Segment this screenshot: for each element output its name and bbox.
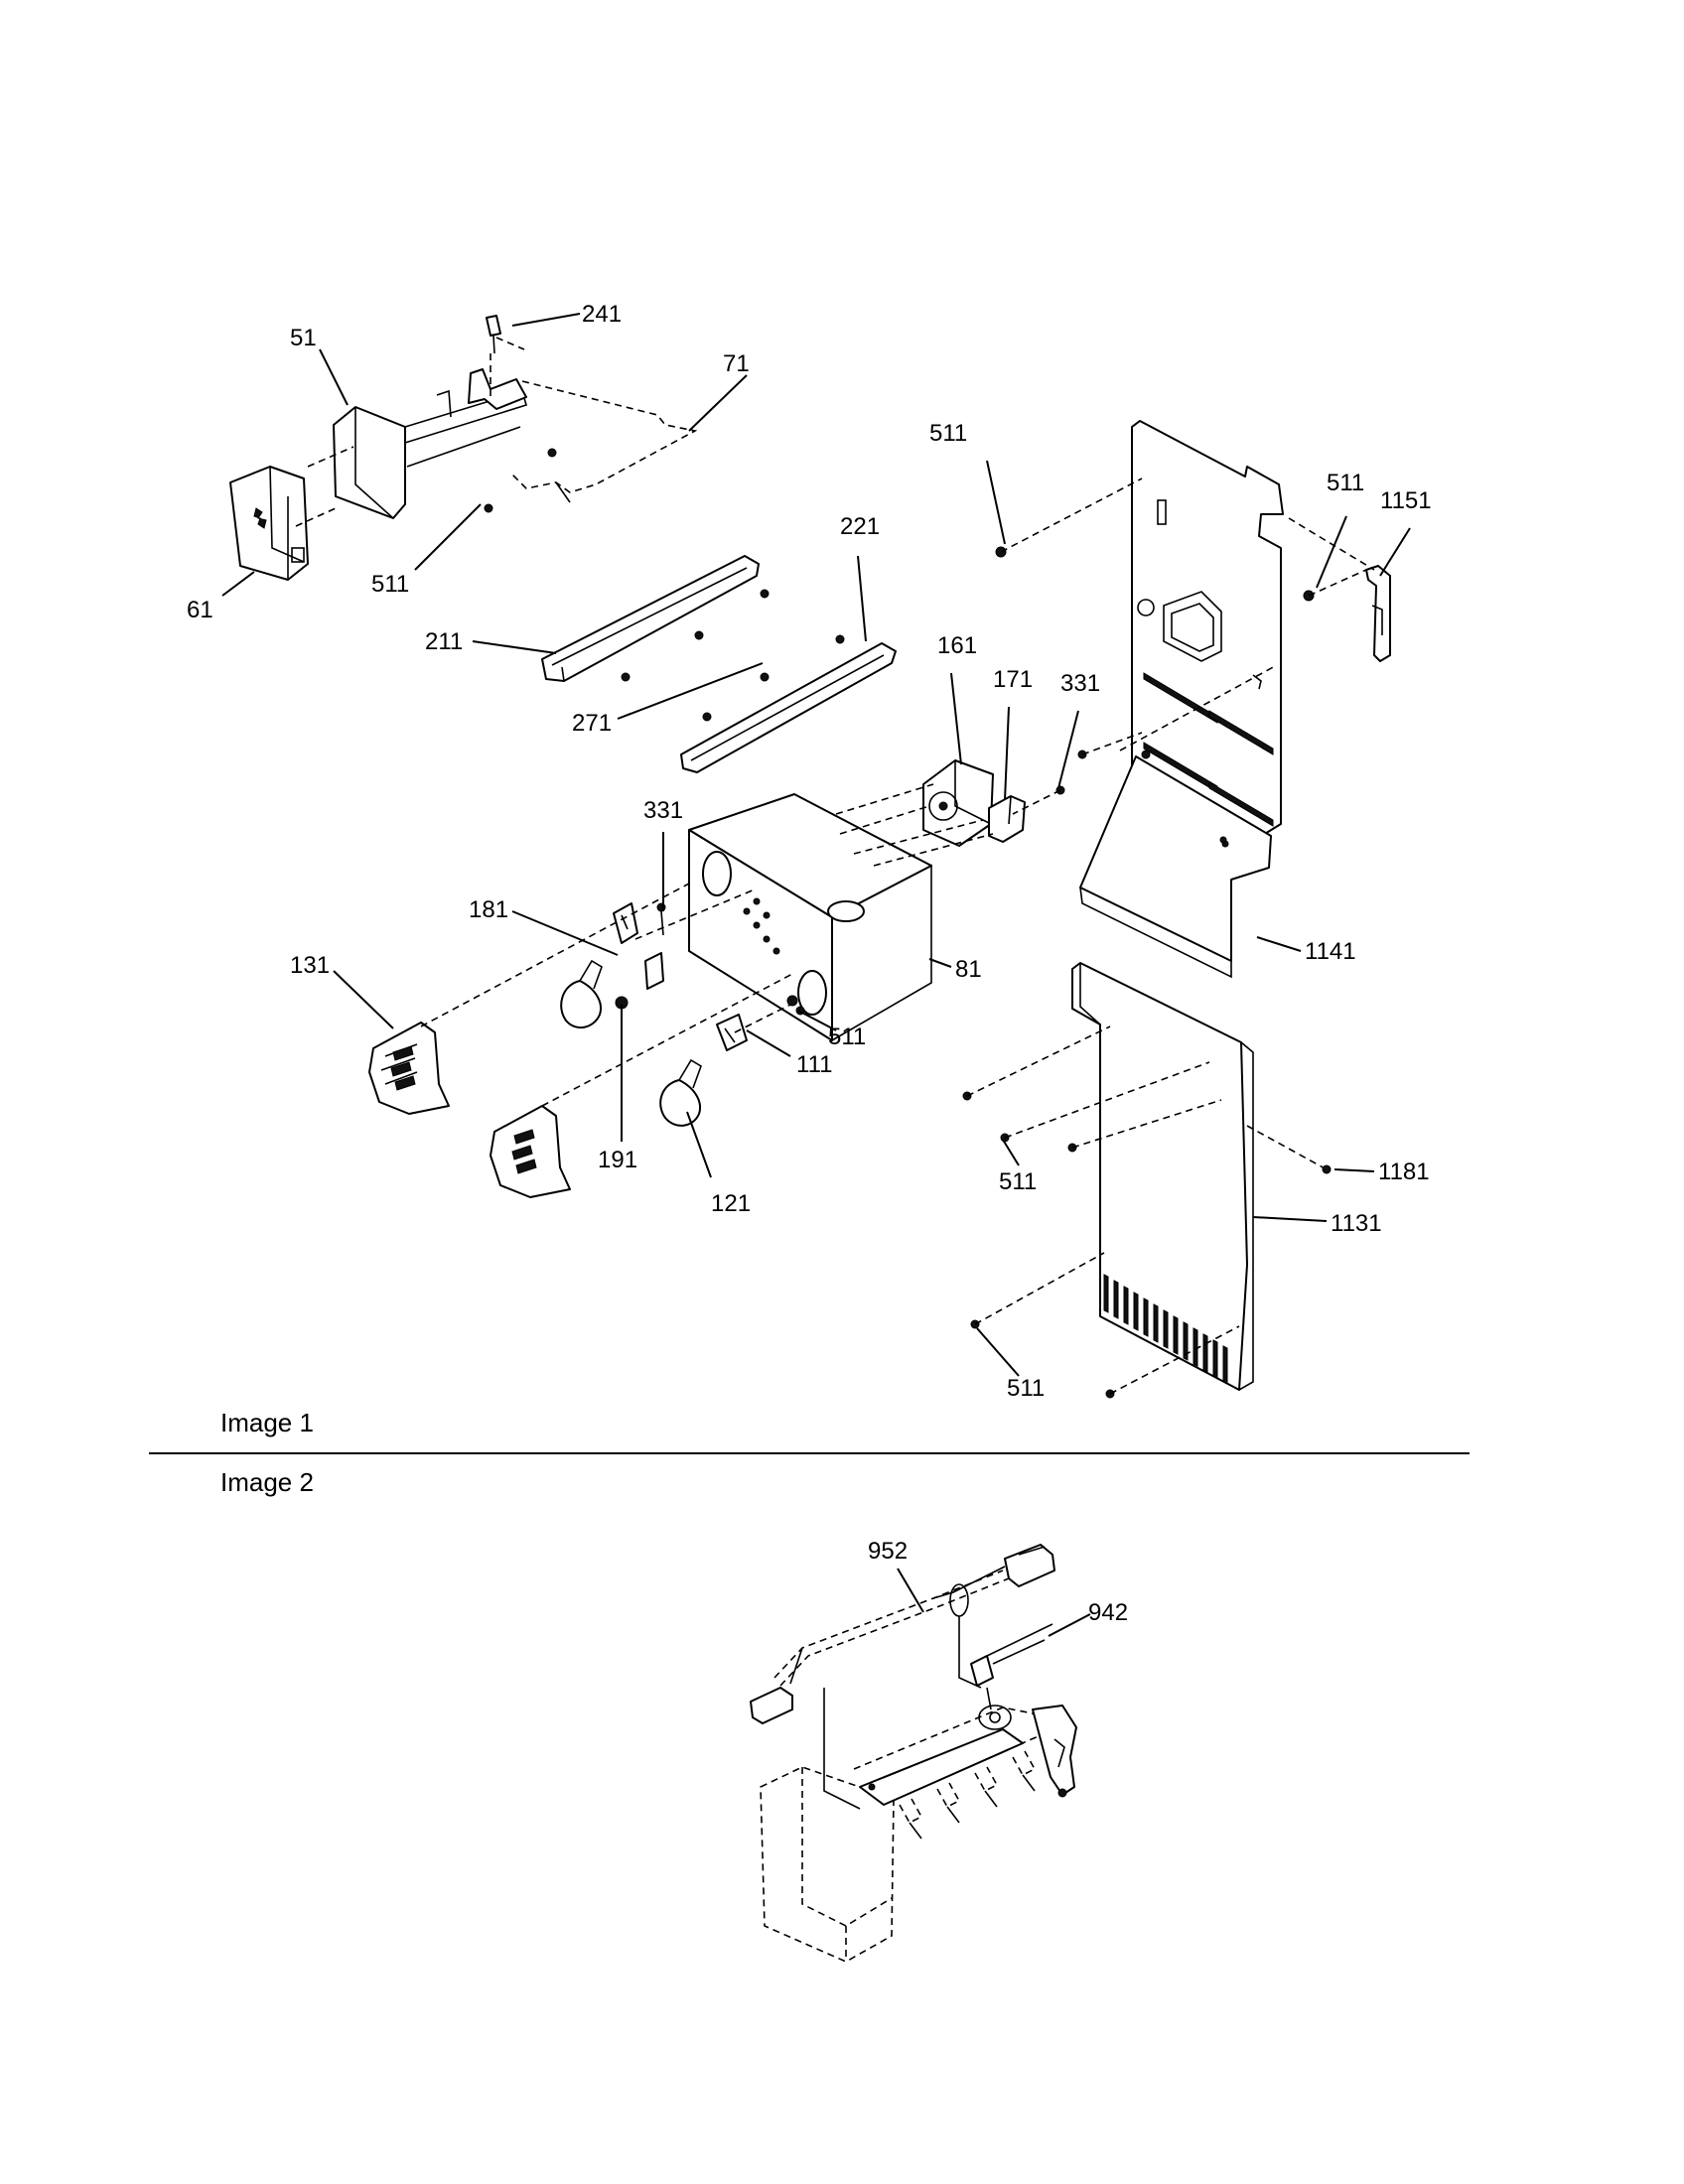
label-211: 211 (425, 628, 463, 655)
part-191-screw (615, 952, 664, 1010)
part-61-dispenser-cover (229, 466, 309, 581)
caption-image-1: Image 1 (220, 1408, 314, 1437)
leader-lines-image2 (897, 1568, 1091, 1637)
part-1141-upper-panel (1131, 420, 1284, 841)
part-71-mounting-plate (490, 337, 698, 503)
part-1131-back-panel (1071, 962, 1254, 1391)
assembly-lines-lamps (420, 783, 994, 1107)
label-511: 511 (929, 420, 967, 447)
part-labels-image1: 241 51 71 511 511 1151 61 511 221 211 16… (187, 301, 1432, 1402)
label-952: 952 (868, 1538, 908, 1565)
part-181-lamp-socket (613, 902, 638, 944)
part-131-lamp-cover-b (490, 1105, 571, 1198)
part-51-icemaker-housing (333, 368, 527, 519)
part-241-screw (486, 315, 501, 354)
label-171: 171 (993, 666, 1033, 693)
screws-511 (295, 446, 1375, 1399)
label-331: 331 (643, 797, 683, 824)
label-331: 331 (1060, 670, 1100, 697)
part-bulb-upper (560, 959, 603, 1029)
label-511: 511 (828, 1024, 866, 1050)
label-71: 71 (723, 350, 750, 377)
label-191: 191 (598, 1147, 637, 1173)
label-511: 511 (1007, 1375, 1045, 1402)
part-111-lamp-socket (716, 1014, 748, 1051)
label-241: 241 (582, 301, 622, 328)
leader-lines (221, 313, 1411, 1377)
part-161-motor (922, 759, 994, 847)
label-51: 51 (290, 325, 317, 351)
part-81-dispenser-box (688, 793, 932, 1041)
part-211-rail (541, 555, 770, 682)
label-942: 942 (1088, 1599, 1128, 1626)
label-81: 81 (955, 956, 982, 983)
icemaker-assembly (760, 1705, 1077, 1963)
part-952-wire-harness (750, 1544, 1055, 1810)
part-1181-screw (1246, 1125, 1332, 1174)
label-271: 271 (572, 710, 612, 737)
label-1181: 1181 (1378, 1159, 1430, 1185)
label-511: 511 (999, 1168, 1037, 1195)
part-942-thermostat (970, 1623, 1053, 1687)
caption-image-2: Image 2 (220, 1467, 314, 1497)
label-161: 161 (937, 632, 977, 659)
label-1131: 1131 (1331, 1210, 1382, 1237)
label-181: 181 (469, 896, 508, 923)
label-511: 511 (1327, 470, 1364, 496)
part-171-switch (988, 795, 1026, 843)
label-1151: 1151 (1380, 487, 1432, 514)
label-61: 61 (187, 597, 213, 623)
label-131: 131 (290, 952, 330, 979)
part-131-lamp-cover-a (368, 1022, 450, 1115)
part-121-bulb (659, 1058, 702, 1127)
label-111: 111 (796, 1051, 832, 1078)
vent-slots (1103, 1274, 1228, 1385)
label-221: 221 (840, 513, 880, 540)
part-1141-deflector (1079, 755, 1272, 979)
label-1141: 1141 (1305, 938, 1356, 965)
part-221-rail (680, 634, 897, 773)
part-labels-image2: 952 942 (868, 1538, 1128, 1626)
label-511: 511 (371, 571, 409, 598)
part-1151-bracket (1365, 565, 1391, 662)
label-121: 121 (711, 1190, 751, 1217)
ejector-fingers (899, 1750, 1037, 1840)
